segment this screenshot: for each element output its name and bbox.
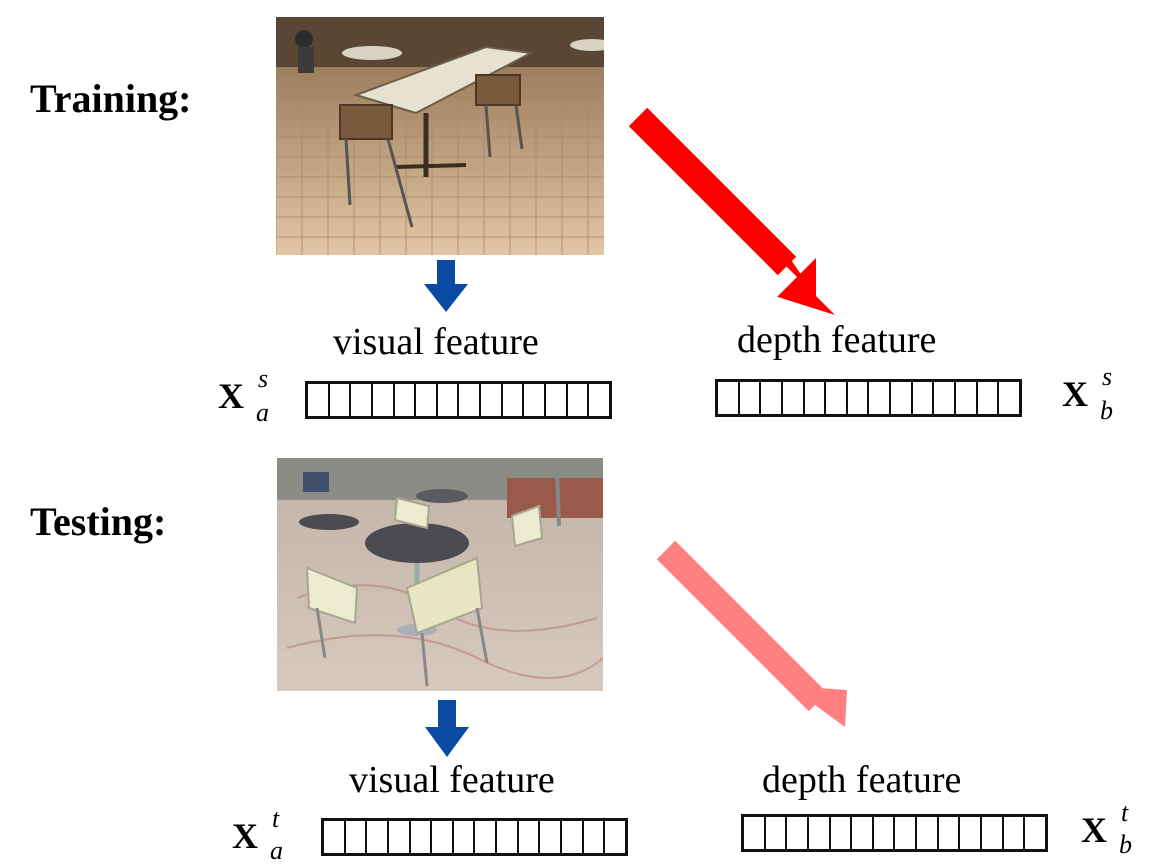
vector-cell [416, 384, 438, 416]
vector-cell [330, 384, 352, 416]
vector-cell [351, 384, 373, 416]
vector-cell [568, 384, 590, 416]
training-visual-feature-label: visual feature [333, 321, 539, 363]
vector-cell [308, 384, 330, 416]
testing-depth-arrow [656, 540, 847, 727]
vector-cell [367, 821, 389, 853]
testing-visual-feature-label: visual feature [349, 759, 555, 801]
training-visual-feature-vector [305, 381, 612, 419]
testing-label: Testing: [30, 499, 167, 544]
vector-cell [891, 382, 913, 414]
vector-cell [346, 821, 368, 853]
vector-cell [475, 821, 498, 853]
vector-cell [761, 382, 783, 414]
vector-cell [589, 384, 609, 416]
training-depth-variable: X s b [1062, 364, 1113, 424]
variable-superscript: s [258, 364, 269, 393]
training-label: Training: [30, 76, 192, 121]
vector-cell [389, 821, 411, 853]
vector-cell [605, 821, 625, 853]
training-depth-feature-label: depth feature [737, 319, 937, 361]
vector-cell [895, 817, 918, 849]
vector-cell [934, 382, 957, 414]
vector-cell [519, 821, 541, 853]
vector-cell [787, 817, 809, 849]
variable-superscript: s [1102, 362, 1113, 391]
training-scene-image [276, 17, 604, 255]
vector-cell [982, 817, 1004, 849]
vector-cell [766, 817, 788, 849]
variable-subscript: b [1100, 396, 1113, 425]
variable-base: X [218, 376, 244, 416]
testing-visual-feature-vector [321, 818, 628, 856]
variable-base: X [1062, 374, 1088, 414]
vector-cell [831, 817, 853, 849]
testing-depth-variable: X t b [1081, 800, 1132, 858]
vector-cell [481, 384, 503, 416]
vector-cell [744, 817, 766, 849]
vector-cell [540, 821, 563, 853]
testing-depth-feature-vector [741, 814, 1048, 852]
vector-cell [524, 384, 547, 416]
vector-cell [740, 382, 762, 414]
testing-visual-variable: X t a [232, 806, 283, 864]
training-depth-feature-vector [715, 379, 1022, 417]
vector-cell [373, 384, 395, 416]
vector-cell [805, 382, 827, 414]
vector-cell [1025, 817, 1045, 849]
vector-cell [809, 817, 831, 849]
vector-cell [956, 382, 978, 414]
vector-cell [546, 384, 568, 416]
vector-cell [718, 382, 740, 414]
vector-cell [999, 382, 1019, 414]
testing-depth-feature-label: depth feature [762, 759, 962, 801]
vector-cell [454, 821, 476, 853]
vector-cell [497, 821, 519, 853]
vector-cell [852, 817, 874, 849]
variable-base: X [232, 816, 258, 856]
vector-cell [939, 817, 961, 849]
vector-cell [913, 382, 935, 414]
vector-cell [503, 384, 525, 416]
variable-subscript: a [270, 836, 283, 865]
vector-cell [917, 817, 939, 849]
training-visual-variable: X s a [218, 366, 269, 426]
testing-scene-image [277, 458, 603, 691]
vector-cell [411, 821, 433, 853]
vector-cell [848, 382, 870, 414]
vector-cell [869, 382, 892, 414]
vector-cell [584, 821, 606, 853]
vector-cell [438, 384, 460, 416]
vector-cell [874, 817, 896, 849]
vector-cell [324, 821, 346, 853]
variable-base: X [1081, 810, 1107, 850]
vector-cell [432, 821, 454, 853]
variable-subscript: a [256, 398, 269, 427]
vector-cell [395, 384, 417, 416]
vector-cell [978, 382, 1000, 414]
vector-cell [826, 382, 848, 414]
vector-cell [1004, 817, 1026, 849]
variable-subscript: b [1119, 830, 1132, 859]
vector-cell [459, 384, 482, 416]
vector-cell [783, 382, 805, 414]
vector-cell [562, 821, 584, 853]
vector-cell [960, 817, 983, 849]
training-depth-arrow [628, 107, 835, 315]
variable-superscript: t [272, 804, 280, 833]
testing-visual-arrow [425, 700, 469, 757]
variable-superscript: t [1121, 798, 1129, 827]
training-visual-arrow [424, 260, 468, 312]
